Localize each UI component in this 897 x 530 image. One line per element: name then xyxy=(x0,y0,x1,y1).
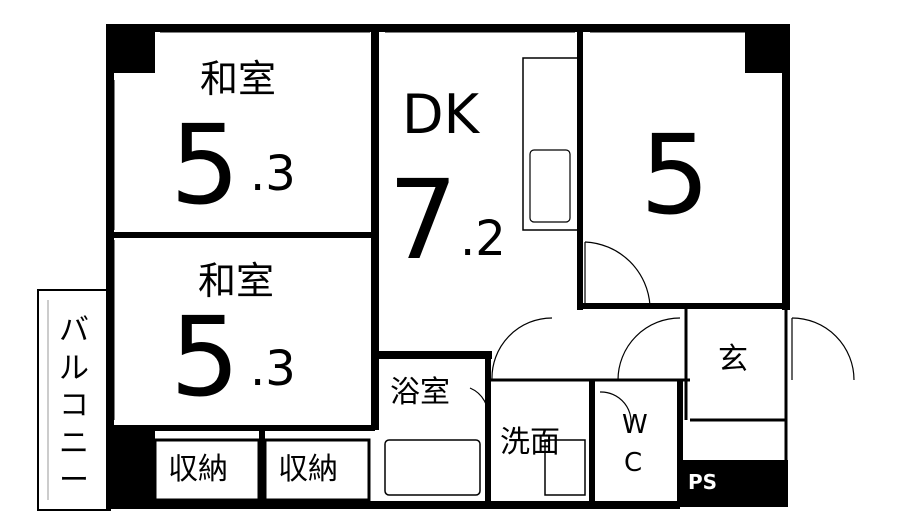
balcony-label: バ ル コ ニ ー xyxy=(56,312,92,500)
genkan-name: 玄 xyxy=(718,342,748,377)
room-right-size: 5 xyxy=(640,111,710,239)
washitsu-bottom-name: 和室 xyxy=(198,259,275,303)
dk-size-dec: .2 xyxy=(460,211,506,267)
washitsu-top-size-dec: .3 xyxy=(250,146,296,202)
balcony-char: ー xyxy=(59,463,89,498)
wash-name: 洗面 xyxy=(500,425,560,460)
washitsu-bottom-size-int: 5 xyxy=(170,293,240,421)
ps-label: PS xyxy=(688,470,718,494)
storage-left-name: 収納 xyxy=(168,452,228,487)
balcony-char: ニ xyxy=(59,425,89,461)
bath-name: 浴室 xyxy=(390,375,450,410)
dk-size-int: 7 xyxy=(388,156,458,284)
washitsu-top-name: 和室 xyxy=(200,57,277,101)
washitsu-top-size-int: 5 xyxy=(170,101,240,229)
balcony-char: バ xyxy=(59,313,89,348)
dk-name: DK xyxy=(402,83,479,146)
wc-line2: C xyxy=(624,448,643,478)
washitsu-bottom-size-dec: .3 xyxy=(250,341,296,397)
balcony-char: コ xyxy=(59,388,89,423)
storage-right-name: 収納 xyxy=(278,452,338,487)
wc-line1: W xyxy=(622,410,648,440)
balcony-char: ル xyxy=(59,350,89,386)
